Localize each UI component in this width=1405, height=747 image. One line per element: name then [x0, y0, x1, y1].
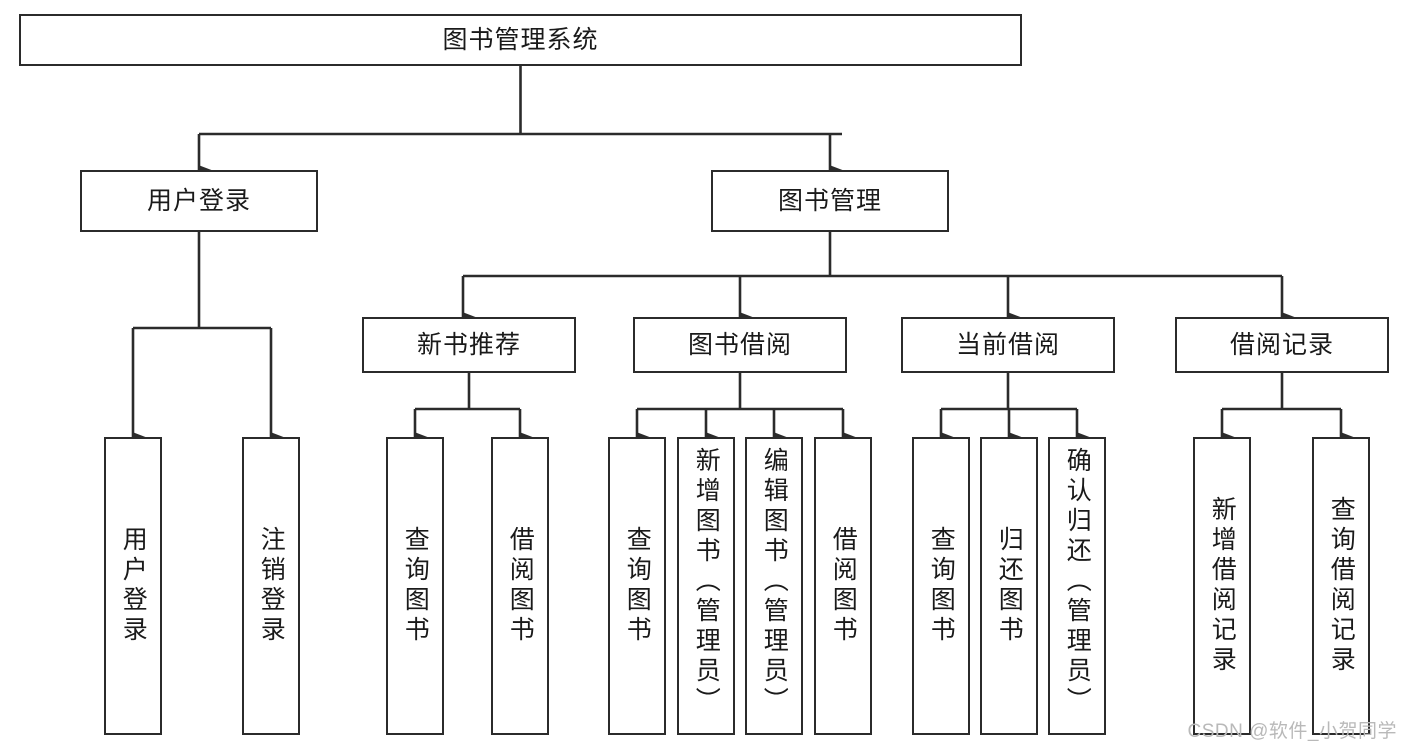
- node-label: 查询图书: [623, 526, 652, 646]
- node-label: 注销登录: [257, 526, 286, 646]
- node-new-book-recommend[interactable]: 新书推荐: [362, 317, 576, 373]
- node-borrow-record[interactable]: 借阅记录: [1175, 317, 1389, 373]
- node-label: 图书借阅: [687, 330, 792, 359]
- leaf-add-book-admin[interactable]: 新增图书（管理员）: [677, 437, 735, 735]
- node-label: 图书管理系统: [442, 25, 599, 54]
- leaf-return-book[interactable]: 归还图书: [980, 437, 1038, 735]
- leaf-add-borrow-record[interactable]: 新增借阅记录: [1193, 437, 1251, 735]
- node-label: 用户登录: [119, 526, 148, 646]
- leaf-borrow-book-borrow[interactable]: 借阅图书: [814, 437, 872, 735]
- node-label: 查询借阅记录: [1327, 496, 1356, 676]
- node-label: 当前借阅: [955, 330, 1060, 359]
- node-label: 借阅图书: [829, 526, 858, 646]
- leaf-query-book-borrow[interactable]: 查询图书: [608, 437, 666, 735]
- leaf-confirm-return-admin[interactable]: 确认归还（管理员）: [1048, 437, 1106, 735]
- node-label: 用户登录: [146, 186, 251, 215]
- leaf-user-login[interactable]: 用户登录: [104, 437, 162, 735]
- leaf-query-borrow-record[interactable]: 查询借阅记录: [1312, 437, 1370, 735]
- node-current-borrow[interactable]: 当前借阅: [901, 317, 1115, 373]
- node-user-login[interactable]: 用户登录: [80, 170, 318, 232]
- node-label: 新增图书（管理员）: [692, 447, 721, 717]
- leaf-borrow-book-newbook[interactable]: 借阅图书: [491, 437, 549, 735]
- node-label: 新增借阅记录: [1208, 496, 1237, 676]
- node-label: 借阅记录: [1229, 330, 1334, 359]
- node-label: 新书推荐: [416, 330, 521, 359]
- node-root-book-management-system[interactable]: 图书管理系统: [19, 14, 1022, 66]
- leaf-query-book-current[interactable]: 查询图书: [912, 437, 970, 735]
- leaf-query-book-newbook[interactable]: 查询图书: [386, 437, 444, 735]
- node-label: 图书管理: [777, 186, 882, 215]
- node-book-management[interactable]: 图书管理: [711, 170, 949, 232]
- leaf-logout[interactable]: 注销登录: [242, 437, 300, 735]
- node-label: 归还图书: [995, 526, 1024, 646]
- node-label: 确认归还（管理员）: [1063, 447, 1092, 717]
- node-label: 编辑图书（管理员）: [760, 447, 789, 717]
- watermark: CSDN @软件_小贺同学: [1187, 721, 1397, 742]
- node-label: 查询图书: [401, 526, 430, 646]
- leaf-edit-book-admin[interactable]: 编辑图书（管理员）: [745, 437, 803, 735]
- node-book-borrow[interactable]: 图书借阅: [633, 317, 847, 373]
- node-label: 借阅图书: [506, 526, 535, 646]
- node-label: 查询图书: [927, 526, 956, 646]
